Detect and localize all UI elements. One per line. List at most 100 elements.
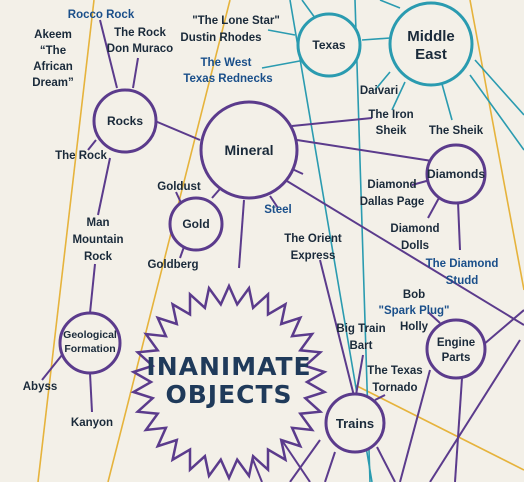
- teal-line: [374, 71, 391, 91]
- category-nodes: [58, 1, 487, 454]
- abyss-label: Abyss: [23, 381, 58, 393]
- rock-muraco-label-1: The Rock: [114, 27, 166, 39]
- big-train-label-1: Big Train: [336, 323, 385, 335]
- big-train-label-2: Bart: [349, 340, 372, 352]
- purple-line: [429, 339, 521, 482]
- purple-line: [89, 263, 96, 314]
- purple-line: [324, 451, 336, 482]
- purple-line: [376, 446, 396, 482]
- purple-line: [427, 195, 441, 219]
- diamonds-node: [425, 143, 487, 205]
- engine-parts-label-1: Engine: [437, 337, 475, 349]
- teal-line: [379, 0, 401, 9]
- gold-node: [168, 196, 224, 252]
- texas-node: [296, 12, 362, 78]
- purple-lines: [41, 19, 524, 482]
- rocco-rock-label: Rocco Rock: [68, 9, 135, 21]
- purple-line: [132, 57, 139, 89]
- teal-line: [469, 74, 524, 151]
- trains-node: [324, 392, 386, 454]
- bob-holly-label-1: Bob: [403, 289, 425, 301]
- purple-line: [399, 369, 431, 482]
- diamonds-label: Diamonds: [427, 167, 485, 181]
- rocks-node: [92, 88, 158, 154]
- steel-label: Steel: [264, 204, 292, 216]
- man-mountain-label-2: Mountain: [72, 234, 123, 246]
- iron-sheik-label-1: The Iron: [368, 109, 413, 121]
- akeem-label-1: Akeem: [34, 29, 72, 41]
- purple-line: [482, 309, 524, 346]
- goldust-label: Goldust: [157, 181, 201, 193]
- purple-line: [238, 199, 245, 269]
- purple-line: [41, 354, 63, 381]
- gold-line: [37, 0, 95, 482]
- orient-express-label-2: Express: [291, 250, 336, 262]
- texas-tornado-label-1: The Texas: [367, 365, 422, 377]
- lone-star-label-1: "The Lone Star": [192, 15, 280, 27]
- teal-line: [391, 81, 406, 111]
- geological-label-2: Formation: [64, 343, 115, 355]
- engine-parts-node: [425, 318, 487, 380]
- mineral-label: Mineral: [224, 142, 273, 158]
- texas-label: Texas: [312, 38, 345, 52]
- purple-line: [355, 354, 364, 396]
- purple-line: [87, 139, 97, 151]
- engine-parts-label-2: Parts: [442, 352, 471, 364]
- lone-star-label-2: Dustin Rhodes: [180, 32, 261, 44]
- texas-tornado-label-2: Tornado: [372, 382, 417, 394]
- purple-line: [97, 157, 111, 216]
- akeem-label-2: “The: [40, 45, 66, 57]
- wrestler-labels: Rocco Rock Akeem “The African Dream” The…: [23, 9, 499, 429]
- bob-holly-label-2: "Spark Plug": [379, 305, 450, 317]
- bob-holly-label-3: Holly: [400, 321, 429, 333]
- the-rock-label: The Rock: [55, 150, 107, 162]
- gold-lines: [37, 0, 524, 482]
- purple-line: [454, 377, 463, 482]
- middle-east-node: [388, 1, 474, 87]
- geological-formation-node: [58, 311, 122, 375]
- inanimate-objects-hub: INANIMATE OBJECTS: [130, 282, 328, 482]
- dallas-page-label-1: Diamond: [367, 179, 416, 191]
- purple-line: [457, 201, 461, 251]
- dallas-page-label-2: Dallas Page: [360, 196, 425, 208]
- purple-line: [291, 117, 373, 127]
- hub-line-1: INANIMATE: [146, 352, 311, 381]
- akeem-label-3: African: [33, 61, 73, 73]
- diamond-dolls-label-2: Dolls: [401, 240, 429, 252]
- akeem-label-4: Dream”: [32, 77, 74, 89]
- teal-line: [474, 59, 524, 116]
- purple-line: [374, 394, 386, 401]
- gold-line: [107, 0, 231, 482]
- teal-line: [267, 29, 296, 36]
- gold-line: [354, 384, 524, 471]
- purple-line: [99, 19, 118, 89]
- rock-muraco-label-2: Don Muraco: [107, 43, 173, 55]
- starburst-shape: [130, 282, 328, 482]
- purple-line: [154, 120, 201, 141]
- teal-line: [361, 37, 391, 41]
- gold-label: Gold: [182, 217, 209, 231]
- goldberg-label: Goldberg: [147, 259, 198, 271]
- purple-line: [296, 139, 433, 162]
- purple-line: [289, 439, 321, 482]
- diamond-studd-label-2: Studd: [446, 275, 479, 287]
- purple-line: [269, 195, 279, 209]
- daivari-label: Daivari: [360, 85, 398, 97]
- purple-line: [89, 372, 93, 413]
- rocks-label: Rocks: [107, 114, 143, 128]
- purple-line: [281, 177, 524, 326]
- diamond-studd-label-1: The Diamond: [426, 258, 499, 270]
- man-mountain-label-3: Rock: [84, 251, 113, 263]
- purple-line: [427, 311, 441, 324]
- diamond-dolls-label-1: Diamond: [390, 223, 439, 235]
- west-texas-label-2: Texas Rednecks: [183, 73, 272, 85]
- purple-line: [319, 259, 356, 401]
- geological-label-1: Geological: [63, 329, 117, 341]
- iron-sheik-label-2: Sheik: [376, 125, 407, 137]
- orient-express-label-1: The Orient: [284, 233, 342, 245]
- man-mountain-label-1: Man: [87, 217, 110, 229]
- teal-line: [261, 59, 306, 69]
- mineral-node: [199, 100, 299, 200]
